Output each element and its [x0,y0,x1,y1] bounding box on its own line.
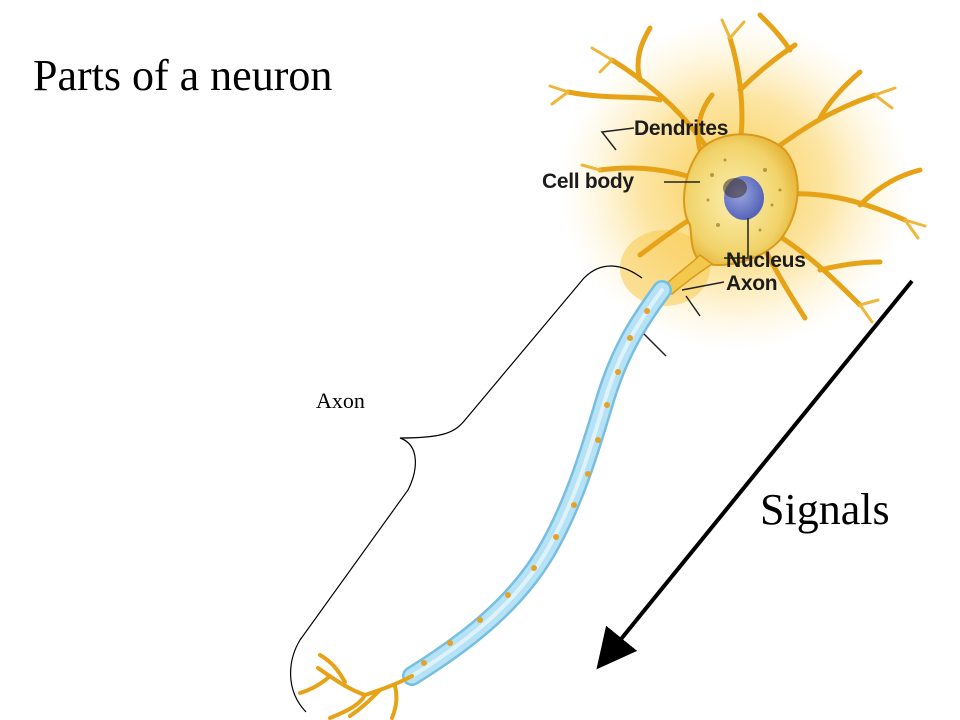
nodes-of-ranvier [421,308,650,666]
dendrite-tips [548,18,927,324]
label-dendrites: Dendrites [634,117,729,140]
axon-myelin [402,280,672,686]
axon-terminals [298,653,414,720]
label-leader-lines [600,127,749,357]
nucleus-shadow [723,178,747,198]
cell-body-speckles [706,158,782,232]
label-cell-body: Cell body [542,170,634,193]
axon-hillock [660,254,714,295]
signals-label: Signals [760,485,890,534]
hillock-glow [620,230,710,306]
label-axon: Axon [726,272,778,295]
axon-bracket [290,265,643,713]
signal-arrow [596,279,914,670]
axon-bracket-label: Axon [316,388,365,413]
page-title: Parts of a neuron [33,51,333,100]
label-nucleus: Nucleus [726,249,806,272]
